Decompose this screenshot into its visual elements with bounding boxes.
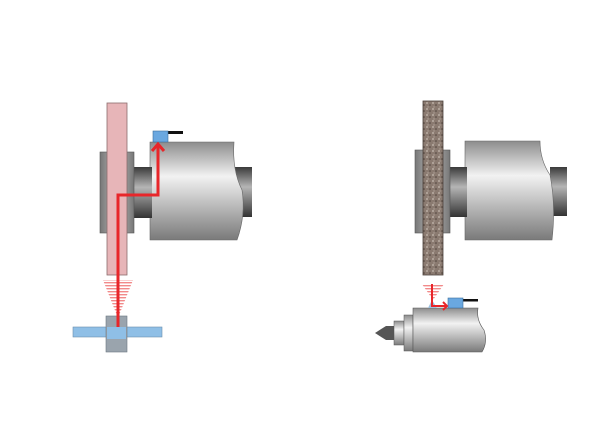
arrow-head-icon <box>150 141 166 152</box>
spindle-housing <box>464 140 554 241</box>
signal-path <box>431 284 447 307</box>
signal-path <box>116 146 160 327</box>
sensor-cable <box>462 299 478 302</box>
grinding-wheel <box>422 100 444 276</box>
arrow-head-icon <box>442 301 449 311</box>
spindle-housing <box>149 141 244 241</box>
rear-shaft <box>550 167 567 216</box>
workpiece-collar-2 <box>403 314 414 352</box>
workpiece-body <box>412 307 486 353</box>
sensor-cable <box>166 131 183 134</box>
workpiece-collar <box>393 320 405 346</box>
hub <box>448 167 467 217</box>
workpiece-tip <box>375 326 394 340</box>
left-setup <box>72 102 252 353</box>
sensor <box>152 130 169 143</box>
right-setup <box>375 100 567 353</box>
nozzle-core <box>107 327 126 339</box>
hub <box>132 167 152 218</box>
sensor <box>447 297 464 309</box>
